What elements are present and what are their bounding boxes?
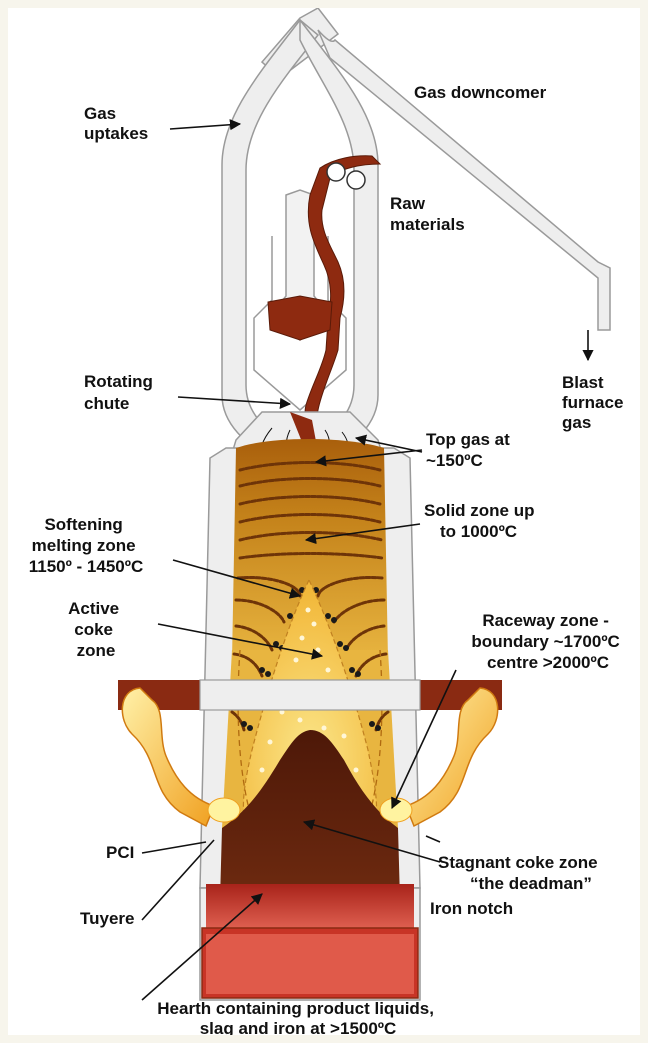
- label-stagnant-coke-zone: Stagnant coke zone “the deadman”: [438, 853, 602, 893]
- label-raw-materials: Raw materials: [390, 194, 465, 234]
- label-iron-notch: Iron notch: [430, 899, 513, 918]
- blast-furnace-diagram: Gas uptakes Gas downcomer Raw materials …: [8, 8, 640, 1035]
- label-active-coke-zone: Active coke zone: [68, 599, 124, 660]
- label-solid-zone: Solid zone up to 1000ºC: [424, 501, 539, 541]
- diagram-canvas: Gas uptakes Gas downcomer Raw materials …: [8, 8, 640, 1035]
- label-gas-downcomer: Gas downcomer: [414, 83, 547, 102]
- label-raceway-zone: Raceway zone - boundary ~1700ºC centre >…: [471, 611, 624, 672]
- label-hearth: Hearth containing product liquids, slag …: [157, 999, 438, 1035]
- label-tuyere: Tuyere: [80, 909, 135, 928]
- label-rotating-chute: Rotating chute: [84, 372, 158, 413]
- hearth-liquid: [206, 884, 414, 932]
- hearth-base-inner: [206, 934, 414, 994]
- label-softening-zone: Softening melting zone 1150º - 1450ºC: [29, 515, 144, 576]
- label-pci: PCI: [106, 843, 134, 862]
- label-blast-furnace-gas: Blast furnace gas: [562, 373, 628, 432]
- label-top-gas: Top gas at ~150ºC: [426, 430, 514, 470]
- label-gas-uptakes: Gas uptakes: [84, 104, 148, 143]
